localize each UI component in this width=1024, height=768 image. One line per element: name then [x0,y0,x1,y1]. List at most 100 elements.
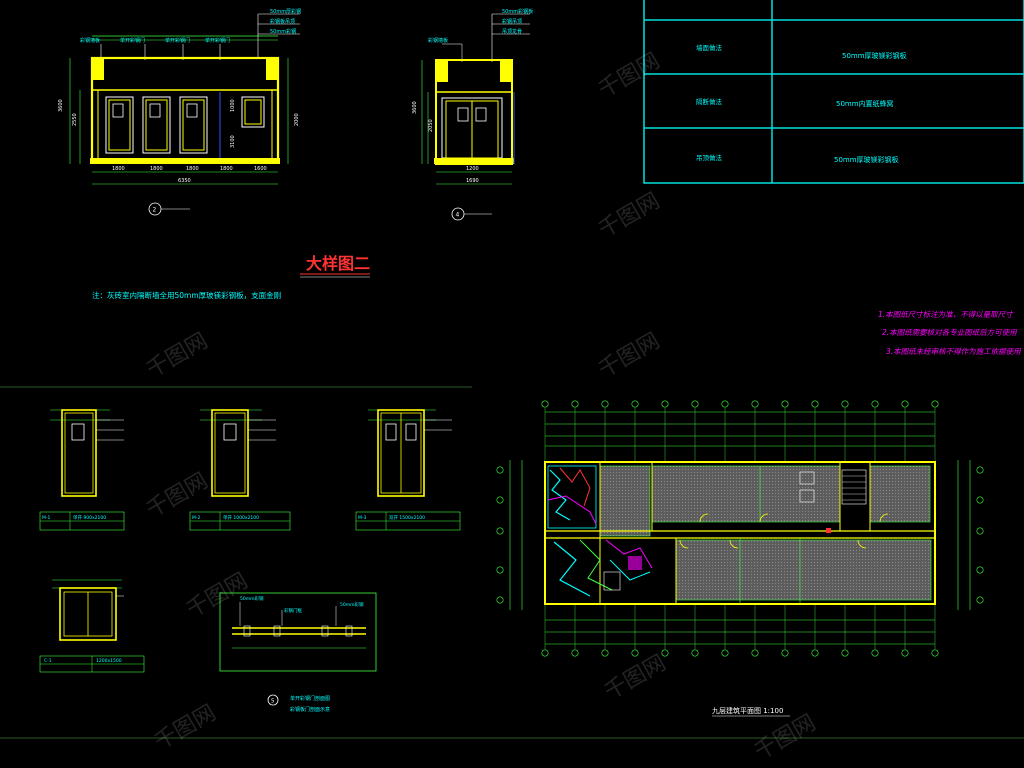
axis-bubble [931,400,939,408]
axis-bubble [811,649,819,657]
mep-area [547,465,831,597]
detail-note: 注：灰砖室内隔断墙全用50mm厚玻镁彩钢板，支面金刚 [92,290,281,300]
elev4-dim-1: 1200 [466,166,479,172]
svg-text:彩钢墙板: 彩钢墙板 [80,37,100,44]
svg-text:50mm彩钢: 50mm彩钢 [270,28,296,35]
spec-table: 墙面做法 50mm厚玻镁彩钢板 隔断做法 50mm内置纸蜂窝 吊顶做法 50mm… [643,0,1024,184]
door-detail-m1: M-1 单开 900x2100 [39,409,125,531]
axis-bubble [631,400,639,408]
wall-section-marker-label: 5 [271,699,275,705]
axis-bubble [661,649,669,657]
axis-bubble [751,649,759,657]
floor-plan: 九层建筑平面图 1:100 [496,400,984,717]
detail-title: 大样图二 [306,254,370,273]
spec-row-3-value: 50mm厚玻镁彩钢板 [834,155,899,164]
axis-bubble [721,649,729,657]
svg-text:彩钢墙板: 彩钢墙板 [428,37,448,44]
elev2-height-4: 1000 [230,99,236,112]
axis-bubble [661,400,669,408]
elev2-height-1: 3600 [58,99,64,112]
axis-bubble [976,596,984,604]
elev2-dim-5: 1600 [254,166,267,172]
svg-text:50mm厚彩钢: 50mm厚彩钢 [270,8,301,15]
axis-bubble [781,400,789,408]
svg-text:单开彩钢门: 单开彩钢门 [120,37,145,44]
elev2-dim-3: 1800 [186,166,199,172]
elevation-2-marker-label: 2 [153,207,157,214]
axis-bubble [976,496,984,504]
elev2-dim-total: 6350 [178,178,191,184]
svg-text:吊顶龙骨: 吊顶龙骨 [502,28,522,35]
door-detail-m2: M-2 单开 1000x2100 [189,409,291,531]
axis-bubble [496,466,504,474]
spec-row-2-value: 50mm内置纸蜂窝 [836,99,894,108]
axis-bubble [976,527,984,535]
elevation-4-drawing: 50mm彩钢板 彩钢吊顶 吊顶龙骨 彩钢墙板 3600 2050 1200 16… [412,8,533,221]
elev2-height-2: 2550 [72,113,78,126]
wall-section-detail: 50mm彩钢 彩钢门框 50mm彩钢 5 单开彩钢门剖面图 彩钢板门剖面示意 [219,592,377,713]
wall-section-caption-1: 单开彩钢门剖面图 [290,695,330,702]
door-m2-spec: 单开 1000x2100 [223,514,259,521]
wall-section-marker [267,694,279,706]
elev4-height-1: 3600 [412,101,418,114]
axis-bubble [601,400,609,408]
spec-row-2-label: 隔断做法 [696,97,723,106]
window-c1-spec: 1200x1500 [96,658,122,664]
axis-bubble [721,400,729,408]
axis-bubble [841,649,849,657]
axis-bubble [541,649,549,657]
elev2-height-5: 3100 [230,135,236,148]
axis-bubble [841,400,849,408]
axis-bubble [571,400,579,408]
axis-bubble [781,649,789,657]
note-3: 3.本图纸未经审核不得作为施工依据使用 [886,347,1022,356]
door-m1-spec: 单开 900x2100 [73,514,106,521]
svg-text:50mm彩钢: 50mm彩钢 [240,595,264,602]
axis-bubble [901,400,909,408]
axis-bubble [601,649,609,657]
elev4-height-2: 2050 [428,119,434,132]
axis-bubble [976,466,984,474]
elev2-height-3: 2000 [294,113,300,126]
svg-text:单开彩钢门: 单开彩钢门 [205,37,230,44]
axis-bubble [571,649,579,657]
elev2-dim-4: 1800 [220,166,233,172]
spec-row-3-label: 吊顶做法 [696,153,723,162]
svg-text:单开彩钢门: 单开彩钢门 [165,37,190,44]
door-m1-code: M-1 [42,515,51,521]
axis-bubble [691,649,699,657]
axis-bubble [751,400,759,408]
elevation-2-drawing: 50mm厚彩钢 彩钢板吊顶 50mm彩钢 彩钢墙板 单开彩钢门 单开彩钢门 单开… [58,8,301,216]
door-m3-code: M-3 [358,515,367,521]
note-2: 2.本图纸需要核对各专业图纸后方可使用 [882,328,1018,337]
window-c1-code: C-1 [44,658,52,664]
axis-bubble [496,566,504,574]
svg-text:彩钢门框: 彩钢门框 [284,607,302,614]
axis-bubble [976,566,984,574]
elev2-dim-2: 1800 [150,166,163,172]
axis-bubble [496,496,504,504]
elevation-4-marker-label: 4 [456,212,460,219]
elev4-dim-total: 1690 [466,178,479,184]
wall-section-caption-2: 彩钢板门剖面示意 [290,706,330,713]
axis-bubble [871,649,879,657]
svg-text:50mm彩钢: 50mm彩钢 [340,601,364,608]
plan-caption: 九层建筑平面图 1:100 [712,706,783,715]
axis-bubble [496,596,504,604]
spec-row-1-value: 50mm厚玻镁彩钢板 [842,51,907,60]
axis-bubble [901,649,909,657]
axis-bubbles [496,400,984,657]
door-m2-code: M-2 [192,515,201,521]
svg-text:50mm彩钢板: 50mm彩钢板 [502,8,533,15]
elev2-dim-1: 1800 [112,166,125,172]
window-detail-c1: C-1 1200x1500 [39,579,145,673]
door-detail-m3: M-3 双开 1500x2100 [355,409,461,531]
svg-text:彩钢板吊顶: 彩钢板吊顶 [270,18,295,25]
note-1: 1.本图纸尺寸标注为准，不得以量取尺寸 [878,310,1014,319]
svg-text:彩钢吊顶: 彩钢吊顶 [502,18,522,25]
door-m3-spec: 双开 1500x2100 [389,515,425,521]
axis-bubble [871,400,879,408]
axis-bubble [691,400,699,408]
axis-bubble [811,400,819,408]
